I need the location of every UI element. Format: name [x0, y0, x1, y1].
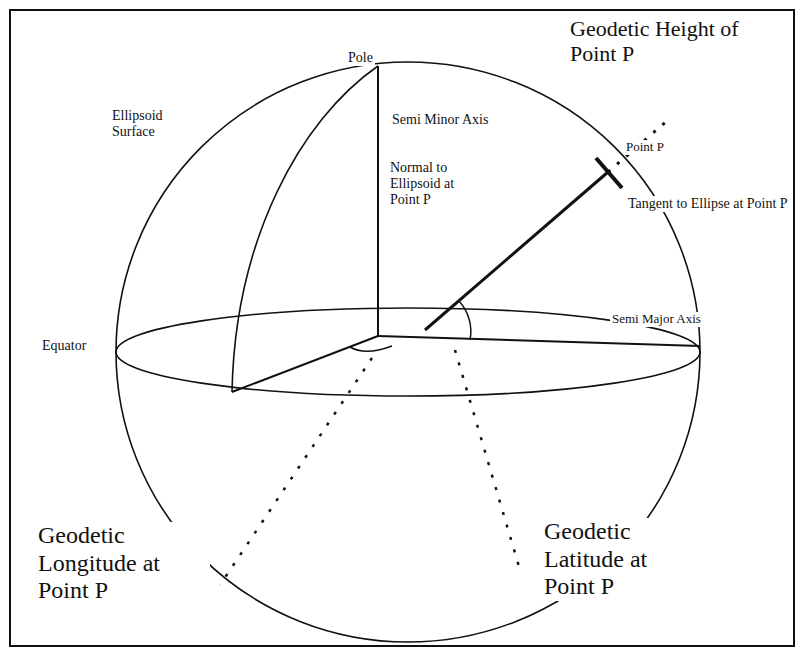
longitude-leader: [220, 358, 372, 585]
meridian-arc: [232, 66, 378, 392]
axis-label: Semi Major Axis: [610, 312, 703, 327]
tangent-label: Tangent to Ellipse at Point P: [626, 196, 790, 212]
meridian-radius: [232, 336, 378, 392]
height-extension: [608, 120, 668, 172]
frame: [10, 10, 794, 646]
equator-label: Equator: [40, 338, 88, 354]
longitude-label: Geodetic Longitude at Point P: [36, 522, 210, 605]
height-label: Geodetic Height of Point P: [568, 16, 792, 67]
latitude-angle-arc: [459, 301, 471, 340]
semi-major-axis: [378, 336, 700, 346]
surface-label: Ellipsoid Surface: [110, 108, 194, 140]
normal-label: Normal to Ellipsoid at Point P: [388, 160, 484, 208]
point-label: Point P: [624, 140, 666, 155]
longitude-angle-arc: [350, 346, 392, 351]
tangent-tick: [596, 158, 622, 188]
semi-minor-axis: [377, 66, 379, 336]
pole-label: Pole: [346, 50, 375, 66]
axis-label: Semi Minor Axis: [390, 112, 490, 128]
latitude-leader: [455, 350, 520, 570]
latitude-label: Geodetic Latitude at Point P: [542, 518, 696, 601]
